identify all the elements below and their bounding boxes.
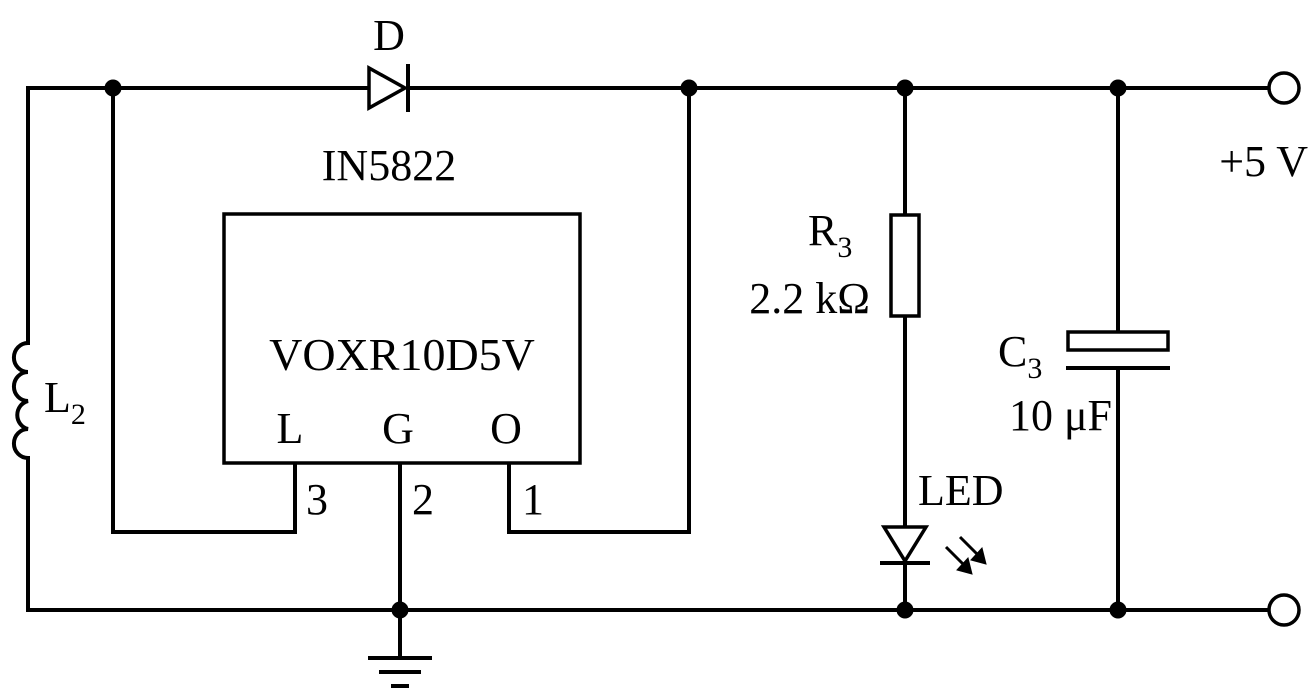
pin-o-loop <box>507 86 691 534</box>
junction-dot <box>680 79 698 97</box>
junctions <box>104 79 1127 619</box>
capacitor-plate-top <box>1066 330 1170 352</box>
ground-icon <box>368 656 432 688</box>
output-terminal-bottom-icon <box>1267 593 1301 627</box>
wires <box>26 86 1272 657</box>
inductor-symbol <box>11 340 31 461</box>
diode-symbol <box>367 64 410 112</box>
capacitor-ref: C <box>998 327 1027 376</box>
junction-dot <box>896 601 914 619</box>
inductor-ref-label: L2 <box>44 373 86 431</box>
led-arrowhead <box>970 546 987 565</box>
led-ref-label: LED <box>918 466 1004 515</box>
junction-dot <box>104 79 122 97</box>
junction-dot <box>1109 601 1127 619</box>
chip-pin-number-1: 1 <box>522 475 544 524</box>
resistor-value-label: 2.2 kΩ <box>749 274 870 323</box>
junction-dot <box>896 79 914 97</box>
resistor-ref-label: R3 <box>808 206 852 264</box>
inductor-ref-sub: 2 <box>71 398 86 431</box>
chip-pin-name-o: O <box>490 404 522 453</box>
led-triangle <box>880 525 930 565</box>
capacitor-value-label: 10 μF <box>1009 391 1112 440</box>
led-arrowhead <box>956 556 973 575</box>
led-symbol <box>880 525 987 575</box>
chip-pin-number-2: 2 <box>412 475 434 524</box>
inductor-coil <box>11 340 31 461</box>
capacitor-ref-sub: 3 <box>1027 352 1042 385</box>
pin-l-loop <box>111 86 297 534</box>
diode-ref-label: D <box>373 11 405 60</box>
capacitor-ref-label: C3 <box>998 327 1042 385</box>
chip-body <box>222 212 582 465</box>
output-voltage-label: +5 V <box>1219 137 1308 186</box>
inductor-ref: L <box>44 373 71 422</box>
resistor-symbol <box>889 213 921 318</box>
diode-part-label: IN5822 <box>322 141 456 190</box>
chip-pin-number-3: 3 <box>306 475 328 524</box>
chip-pin-name-l: L <box>277 404 304 453</box>
diode-triangle <box>367 65 409 111</box>
capacitor-symbol <box>1066 330 1170 370</box>
resistor-ref: R <box>808 206 838 255</box>
junction-dot <box>1109 79 1127 97</box>
junction-dot <box>391 601 409 619</box>
resistor-ref-sub: 3 <box>837 231 852 264</box>
chip-pin-name-g: G <box>382 404 414 453</box>
output-terminal-top-icon <box>1267 71 1301 105</box>
chip-name-label: VOXR10D5V <box>269 329 535 380</box>
